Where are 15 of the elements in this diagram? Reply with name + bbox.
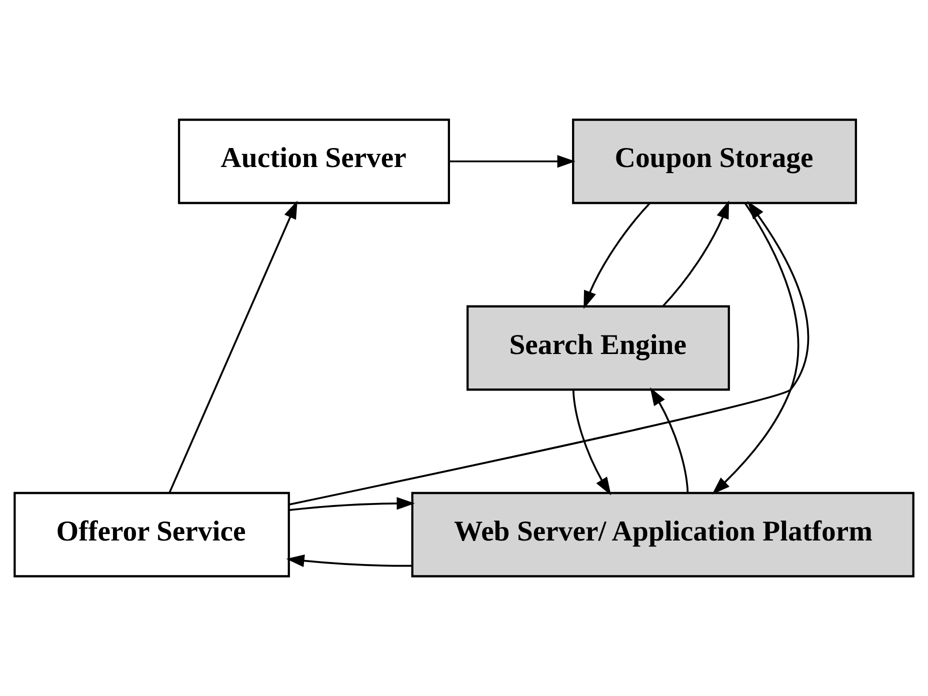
arrow (572, 390, 612, 496)
arrow (712, 202, 800, 494)
node-box: Auction Server (178, 118, 450, 204)
arrow (449, 155, 576, 168)
arrow (650, 387, 689, 494)
arrow (286, 554, 412, 568)
node-box: Search Engine (466, 305, 730, 391)
arrow (288, 201, 809, 506)
node-box: Offeror Service (14, 492, 290, 578)
arrow (662, 200, 730, 307)
node-box: Coupon Storage (572, 118, 857, 204)
node-box: Web Server/ Application Platform (411, 492, 914, 578)
arrow (584, 202, 651, 309)
arrow (288, 497, 415, 512)
arrow (168, 200, 298, 494)
